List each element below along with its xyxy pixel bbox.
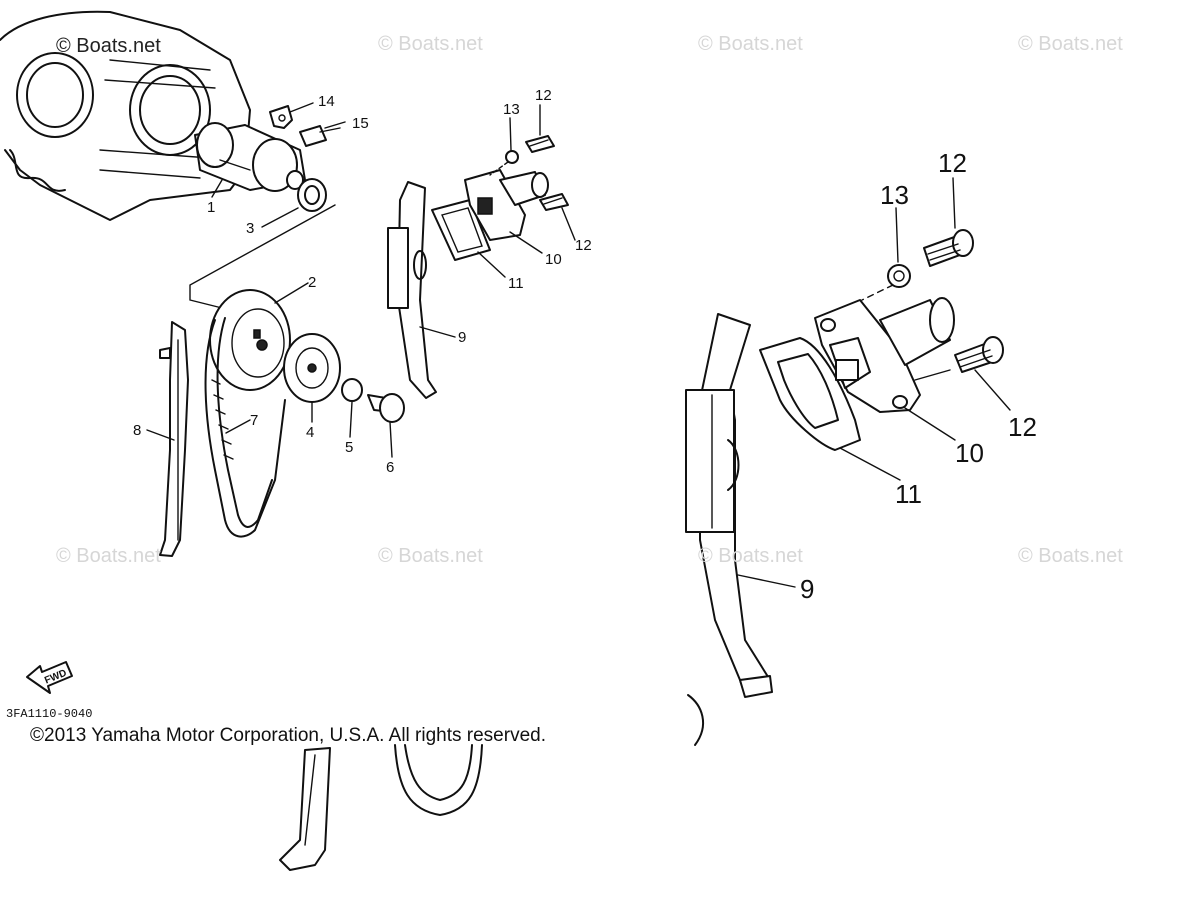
callout-1: 1 <box>207 199 215 216</box>
callouts-small: 1 2 3 4 5 6 7 8 9 10 11 12 12 13 14 15 <box>133 87 592 476</box>
chain-guide-part-9-large <box>685 313 773 698</box>
watermark: © Boats.net <box>1018 545 1123 567</box>
callouts-large: 9 10 11 12 12 13 <box>800 148 1037 604</box>
washer-part-13-small <box>505 150 519 164</box>
callout-4: 4 <box>306 424 314 441</box>
bolt-part-12-large-a <box>923 229 974 267</box>
bolt-part-6 <box>367 393 405 423</box>
callout-7: 7 <box>250 412 258 429</box>
circlip-part-3 <box>297 178 327 212</box>
watermark: © Boats.net <box>698 545 803 567</box>
bolt-part-12-small-a <box>525 135 555 153</box>
diagram-code: 3FA1110-9040 <box>6 707 92 721</box>
cam-sprocket-part-2 <box>209 289 291 391</box>
chain-guide-part-9-small <box>387 181 437 399</box>
dash-line-13-large <box>861 284 894 301</box>
gasket-part-11-large <box>759 337 861 451</box>
callout-6: 6 <box>386 459 394 476</box>
callout-3: 3 <box>246 220 254 237</box>
lower-fragments <box>279 694 705 871</box>
callout-10: 10 <box>545 251 562 268</box>
callout-large-12-b: 12 <box>1008 412 1037 442</box>
callout-12-b: 12 <box>575 237 592 254</box>
callout-9: 9 <box>458 329 466 346</box>
washer-part-13-large <box>887 264 911 288</box>
copyright-notice: ©2013 Yamaha Motor Corporation, U.S.A. A… <box>30 725 546 746</box>
bolt-12-axis-line <box>914 369 951 381</box>
callout-12-a: 12 <box>535 87 552 104</box>
bolt-part-12-small-b <box>539 193 569 211</box>
bolt-part-12-large-b <box>954 336 1004 373</box>
callout-large-10: 10 <box>955 438 984 468</box>
watermark: © Boats.net <box>378 545 483 567</box>
callout-large-13: 13 <box>880 180 909 210</box>
callout-15: 15 <box>352 115 369 132</box>
cam-chain-part-7 <box>204 317 286 538</box>
fwd-arrow-icon: FWD <box>26 661 73 694</box>
callout-8: 8 <box>133 422 141 439</box>
callout-large-9: 9 <box>800 574 814 604</box>
watermark: © Boats.net <box>56 545 161 567</box>
assembly-bracket <box>189 204 336 311</box>
camshaft-part-1 <box>194 122 306 192</box>
leader-lines <box>146 102 1011 588</box>
decompressor-part-4 <box>283 333 341 403</box>
watermark: © Boats.net <box>378 33 483 55</box>
watermark-main: © Boats.net <box>56 35 161 57</box>
callout-large-12-a: 12 <box>938 148 967 178</box>
callout-large-11: 11 <box>895 479 922 509</box>
callout-13: 13 <box>503 101 520 118</box>
stopper-plate-part-14 <box>269 105 293 129</box>
tensioner-part-10-large <box>814 297 955 413</box>
chain-guide-part-8 <box>159 321 189 557</box>
callout-5: 5 <box>345 439 353 456</box>
callout-11: 11 <box>508 275 524 292</box>
bolt-part-15 <box>299 125 341 147</box>
callout-14: 14 <box>318 93 335 110</box>
washer-part-5 <box>341 378 363 402</box>
callout-2: 2 <box>308 274 316 291</box>
watermark: © Boats.net <box>1018 33 1123 55</box>
dash-line-13-small <box>489 161 509 176</box>
cylinder-head <box>0 10 251 221</box>
watermark: © Boats.net <box>698 33 803 55</box>
tensioner-part-10-small <box>464 169 549 241</box>
